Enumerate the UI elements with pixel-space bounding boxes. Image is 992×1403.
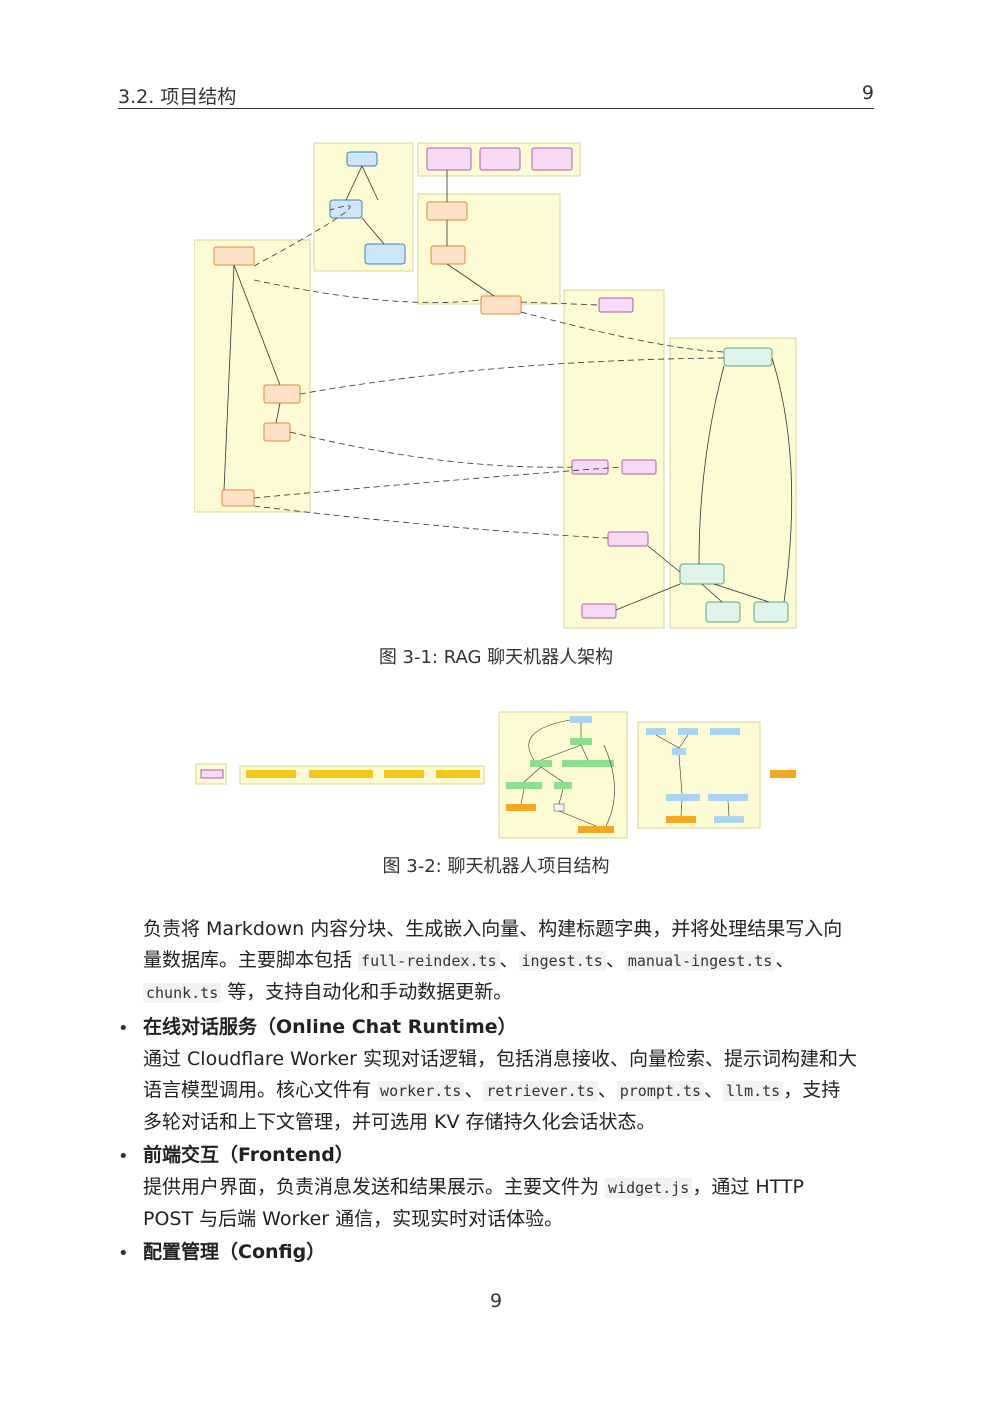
node-script-3 bbox=[384, 770, 424, 778]
node-fe-1 bbox=[646, 728, 666, 735]
node-fe-6 bbox=[708, 794, 748, 801]
header-page-number: 9 bbox=[861, 82, 874, 104]
separator: 、 bbox=[597, 1079, 617, 1101]
node-rt-8 bbox=[553, 803, 565, 812]
runtime-line-1: 通过 Cloudflare Worker 实现对话逻辑，包括消息接收、向量检索、… bbox=[143, 1048, 858, 1070]
frontend-paragraph: 提供用户界面，负责消息发送和结果展示。主要文件为 widget.js，通过 HT… bbox=[143, 1172, 875, 1235]
code-llm: llm.ts bbox=[723, 1081, 784, 1101]
section-title: 3.2. 项目结构 bbox=[118, 86, 237, 108]
separator: 、 bbox=[775, 949, 795, 971]
node-embed bbox=[430, 245, 466, 265]
page-header: 3.2. 项目结构 9 bbox=[118, 82, 874, 109]
node-log bbox=[581, 603, 617, 619]
code-ingest: ingest.ts bbox=[518, 951, 606, 971]
node-config-file bbox=[200, 769, 224, 779]
separator: 、 bbox=[464, 1079, 484, 1101]
code-worker: worker.ts bbox=[377, 1081, 465, 1101]
node-script-4 bbox=[436, 770, 480, 778]
node-fe-4 bbox=[672, 748, 686, 755]
node-rt-2 bbox=[570, 738, 592, 745]
panel-frontend bbox=[637, 721, 761, 829]
intro-line-3: 等，支持自动化和手动数据更新。 bbox=[221, 981, 513, 1003]
code-retriever: retriever.ts bbox=[483, 1081, 598, 1101]
project-structure-diagram bbox=[195, 711, 796, 839]
node-rt-9 bbox=[578, 826, 614, 833]
code-widget: widget.js bbox=[605, 1178, 693, 1198]
frontend-line-1: 提供用户界面，负责消息发送和结果展示。主要文件为 bbox=[143, 1176, 606, 1198]
footer-page-number: 9 bbox=[489, 1290, 503, 1312]
node-prompt bbox=[263, 422, 291, 442]
bullet-marker: • bbox=[118, 1146, 129, 1167]
intro-line-2: 量数据库。主要脚本包括 bbox=[143, 949, 359, 971]
separator: 、 bbox=[605, 949, 625, 971]
node-fe-2 bbox=[678, 728, 698, 735]
node-fe-7 bbox=[666, 816, 696, 823]
node-vectordb bbox=[598, 297, 634, 313]
intro-line-1: 负责将 Markdown 内容分块、生成嵌入向量、构建标题字典，并将处理结果写入… bbox=[143, 918, 843, 940]
runtime-line-2: 语言模型调用。核心文件有 bbox=[143, 1079, 378, 1101]
node-ingest bbox=[480, 295, 522, 315]
runtime-connectors bbox=[520, 719, 615, 827]
frontend-line-1-end: ，通过 HTTP bbox=[692, 1176, 804, 1198]
bullet-marker: • bbox=[118, 1243, 129, 1264]
node-output bbox=[770, 770, 796, 778]
node-response bbox=[221, 489, 255, 507]
frontend-connectors bbox=[655, 734, 730, 817]
runtime-line-2-end: ，支持 bbox=[783, 1079, 841, 1101]
node-rt-4 bbox=[562, 760, 614, 767]
node-cache bbox=[621, 459, 657, 475]
node-page bbox=[364, 243, 406, 265]
code-chunk: chunk.ts bbox=[143, 983, 222, 1003]
separator: 、 bbox=[704, 1079, 724, 1101]
panel-worker bbox=[194, 239, 311, 513]
figure1-caption: 图 3-1: RAG 聊天机器人架构 bbox=[378, 647, 614, 668]
code-full-reindex: full-reindex.ts bbox=[358, 951, 500, 971]
runtime-paragraph: 通过 Cloudflare Worker 实现对话逻辑，包括消息接收、向量检索、… bbox=[143, 1044, 875, 1138]
panel-runtime bbox=[498, 711, 628, 839]
intro-paragraph: 负责将 Markdown 内容分块、生成嵌入向量、构建标题字典，并将处理结果写入… bbox=[143, 914, 875, 1009]
bullet-marker: • bbox=[118, 1018, 129, 1039]
node-retriever bbox=[263, 384, 301, 404]
node-kv bbox=[571, 459, 609, 475]
node-doc3 bbox=[531, 147, 573, 171]
node-widget bbox=[329, 199, 363, 219]
node-script-2 bbox=[309, 770, 373, 778]
node-router bbox=[679, 563, 725, 585]
node-model-a bbox=[705, 601, 741, 623]
item-title-frontend: 前端交互（Frontend） bbox=[143, 1144, 354, 1166]
item-title-runtime: 在线对话服务（Online Chat Runtime） bbox=[143, 1016, 517, 1038]
node-md bbox=[426, 147, 472, 171]
runtime-line-3: 多轮对话和上下文管理，并可选用 KV 存储持久化会话状态。 bbox=[143, 1111, 656, 1133]
node-model-b bbox=[753, 601, 789, 623]
node-fe-5 bbox=[666, 794, 700, 801]
node-user bbox=[346, 151, 378, 167]
node-rt-5 bbox=[506, 782, 542, 789]
frontend-line-2: POST 与后端 Worker 通信，实现实时对话体验。 bbox=[143, 1208, 564, 1230]
node-rt-6 bbox=[554, 782, 572, 789]
architecture-diagram bbox=[194, 142, 797, 629]
node-doc2 bbox=[479, 147, 521, 171]
node-fe-3 bbox=[710, 728, 740, 735]
node-chunk bbox=[426, 201, 468, 221]
code-prompt: prompt.ts bbox=[616, 1081, 705, 1101]
figure2-caption: 图 3-2: 聊天机器人项目结构 bbox=[382, 856, 610, 877]
node-fe-8 bbox=[714, 816, 744, 823]
node-script-1 bbox=[246, 770, 296, 778]
item-title-config: 配置管理（Config） bbox=[143, 1241, 326, 1263]
panel-storage bbox=[563, 289, 665, 629]
node-rt-1 bbox=[570, 716, 592, 723]
diagram-connectors bbox=[223, 165, 793, 611]
node-gateway bbox=[723, 347, 773, 367]
separator: 、 bbox=[499, 949, 519, 971]
node-rt-7 bbox=[506, 804, 536, 811]
node-worker bbox=[213, 246, 255, 266]
code-manual-ingest: manual-ingest.ts bbox=[624, 951, 776, 971]
node-rt-3 bbox=[530, 760, 552, 767]
node-context bbox=[607, 531, 649, 547]
